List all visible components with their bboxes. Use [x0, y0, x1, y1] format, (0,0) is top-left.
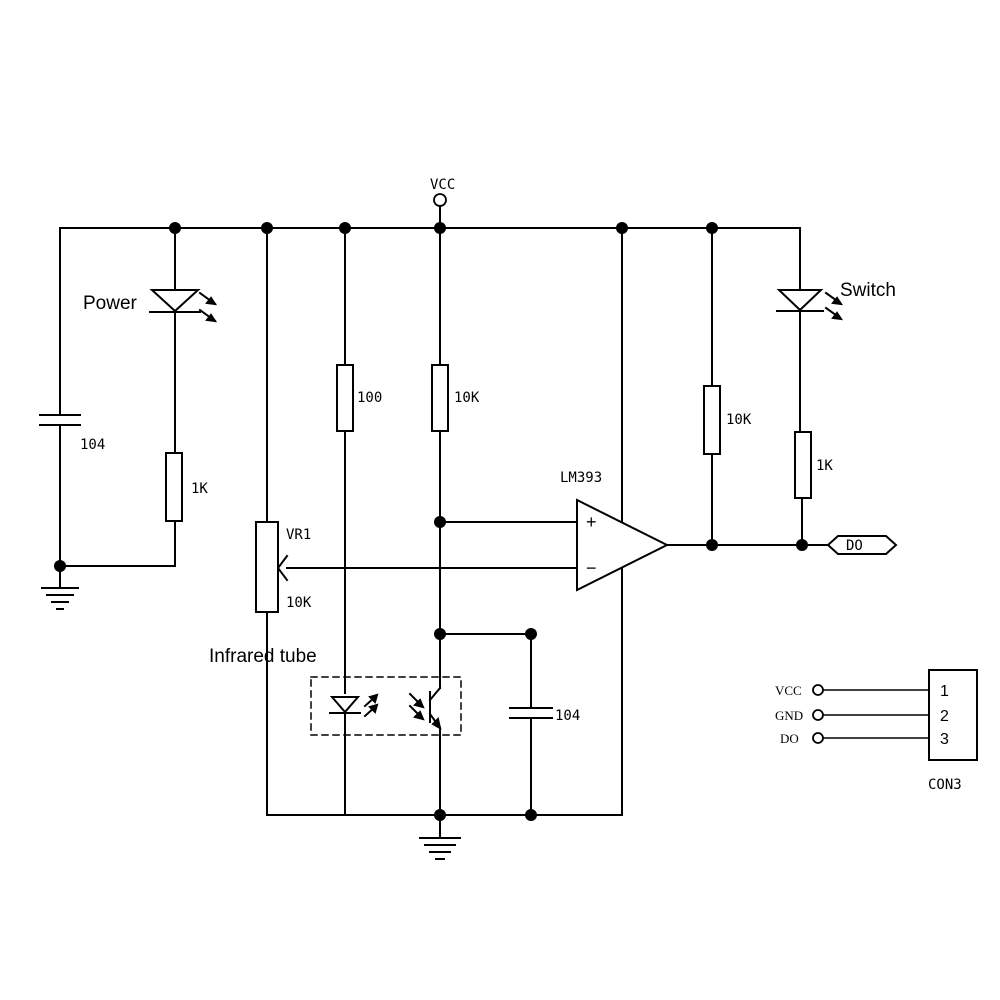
do-tag: DO	[846, 538, 863, 554]
phototransistor	[408, 669, 442, 816]
switch-led: Switch	[776, 227, 896, 433]
vcc-rail: VCC	[59, 177, 801, 234]
vr1-label: VR1	[286, 527, 311, 543]
infrared-tube-box: Infrared tube	[209, 646, 462, 736]
connector-pin1-net: VCC	[775, 683, 802, 698]
capacitor-middle-value: 104	[555, 708, 580, 724]
capacitor-left-value: 104	[80, 437, 105, 453]
resistor-10k-right: 10K	[703, 227, 752, 546]
vr1-value: 10K	[286, 595, 312, 611]
ground-left	[41, 560, 176, 610]
ground-rail	[266, 809, 623, 860]
resistor-1k-right-value: 1K	[816, 458, 833, 474]
resistor-10k-middle: 10K	[431, 227, 480, 671]
infrared-led	[329, 693, 379, 816]
vcc-label: VCC	[430, 177, 455, 193]
plus-sign: +	[586, 512, 597, 532]
power-label: Power	[83, 293, 138, 314]
power-led: Power	[83, 227, 218, 454]
minus-sign: −	[586, 558, 597, 578]
resistor-1k-right: 1K	[794, 431, 833, 546]
capacitor-middle: 104	[434, 628, 580, 816]
resistor-10k-right-value: 10K	[726, 412, 752, 428]
vcc-terminal	[433, 193, 447, 207]
connector-pin3-number: 3	[940, 731, 949, 748]
connector-con3: VCC GND DO 1 2 3 CON3	[775, 669, 978, 793]
connector-pin2-number: 2	[940, 708, 949, 725]
connector-pin3-net: DO	[780, 731, 799, 746]
resistor-100: 100	[336, 227, 382, 694]
connector-name: CON3	[928, 777, 962, 793]
potentiometer-vr1: VR1 10K	[255, 227, 312, 816]
switch-label: Switch	[840, 280, 896, 301]
resistor-10k-middle-value: 10K	[454, 390, 480, 406]
resistor-100-value: 100	[357, 390, 382, 406]
resistor-power-value: 1K	[191, 481, 208, 497]
infrared-tube-label: Infrared tube	[209, 646, 317, 667]
output-net: DO	[666, 535, 898, 555]
connector-pin2-net: GND	[775, 708, 803, 723]
resistor-power-1k: 1K	[165, 452, 208, 567]
comparator-label: LM393	[560, 470, 602, 486]
capacitor-left: 104	[39, 227, 105, 567]
connector-pin1-number: 1	[940, 683, 949, 700]
comparator-lm393: LM393 + −	[560, 227, 670, 816]
noninverting-input-wire	[434, 516, 578, 528]
